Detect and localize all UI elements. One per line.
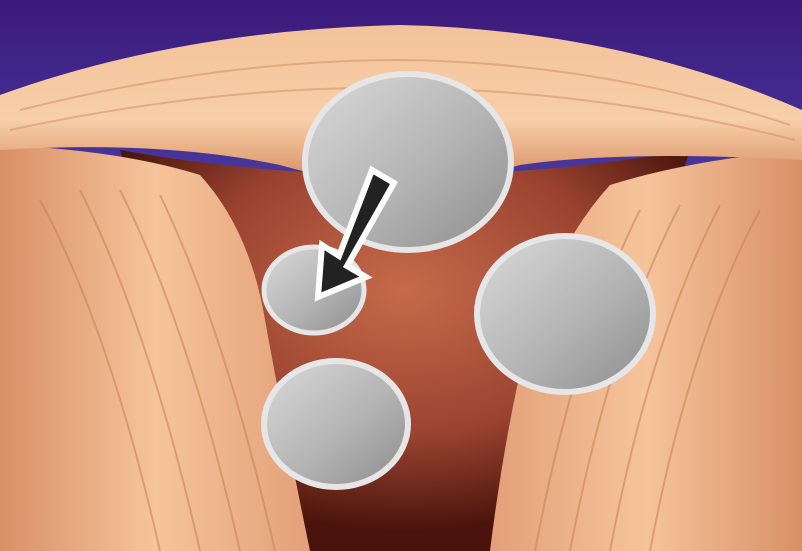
marker-right[interactable]	[477, 236, 653, 392]
marker-top[interactable]	[305, 74, 511, 250]
marker-bottom-left[interactable]	[264, 361, 408, 487]
